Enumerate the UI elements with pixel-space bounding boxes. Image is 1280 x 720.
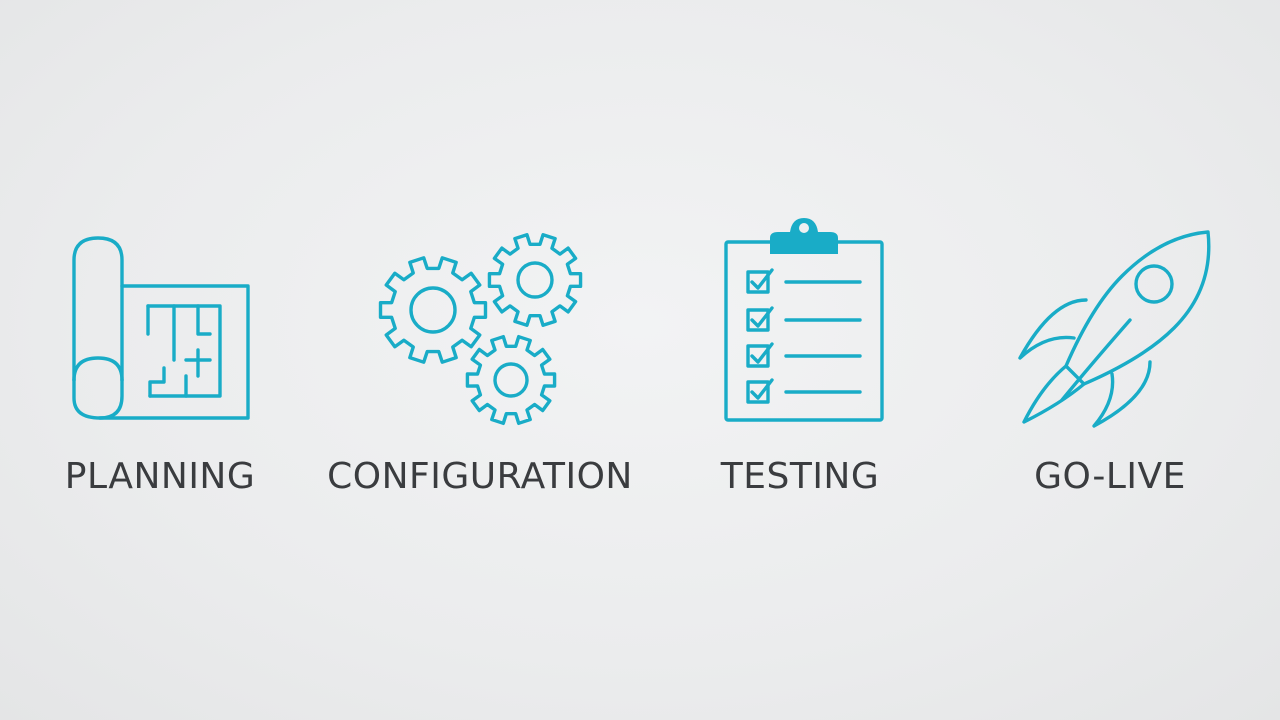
checkmark-icon	[750, 342, 774, 364]
step-testing: TESTING	[640, 0, 960, 720]
step-label: CONFIGURATION	[327, 456, 633, 497]
checkbox-2	[746, 308, 770, 332]
gear-bottom-hub	[493, 362, 529, 398]
blueprint-icon	[72, 236, 250, 420]
checkmark-icon	[750, 306, 774, 328]
gears-icon	[378, 233, 583, 426]
rocket-icon	[1018, 230, 1211, 428]
gear-large	[378, 256, 488, 364]
step-configuration: CONFIGURATION	[300, 0, 660, 720]
step-label: TESTING	[720, 456, 880, 497]
checkbox-4	[746, 380, 770, 404]
clipboard-checklist-icon	[724, 218, 884, 422]
step-label: PLANNING	[64, 456, 256, 497]
gear-top	[487, 233, 583, 327]
gear-top-hub	[516, 261, 554, 299]
step-label: GO-LIVE	[1034, 456, 1186, 497]
checkmark-icon	[750, 378, 774, 400]
checkbox-3	[746, 344, 770, 368]
checkbox-1	[746, 270, 770, 294]
checkmark-icon	[750, 268, 774, 290]
gear-large-hub	[409, 286, 457, 334]
step-go-live: GO-LIVE	[970, 0, 1250, 720]
gear-bottom	[465, 334, 557, 426]
step-planning: PLANNING	[0, 0, 320, 720]
